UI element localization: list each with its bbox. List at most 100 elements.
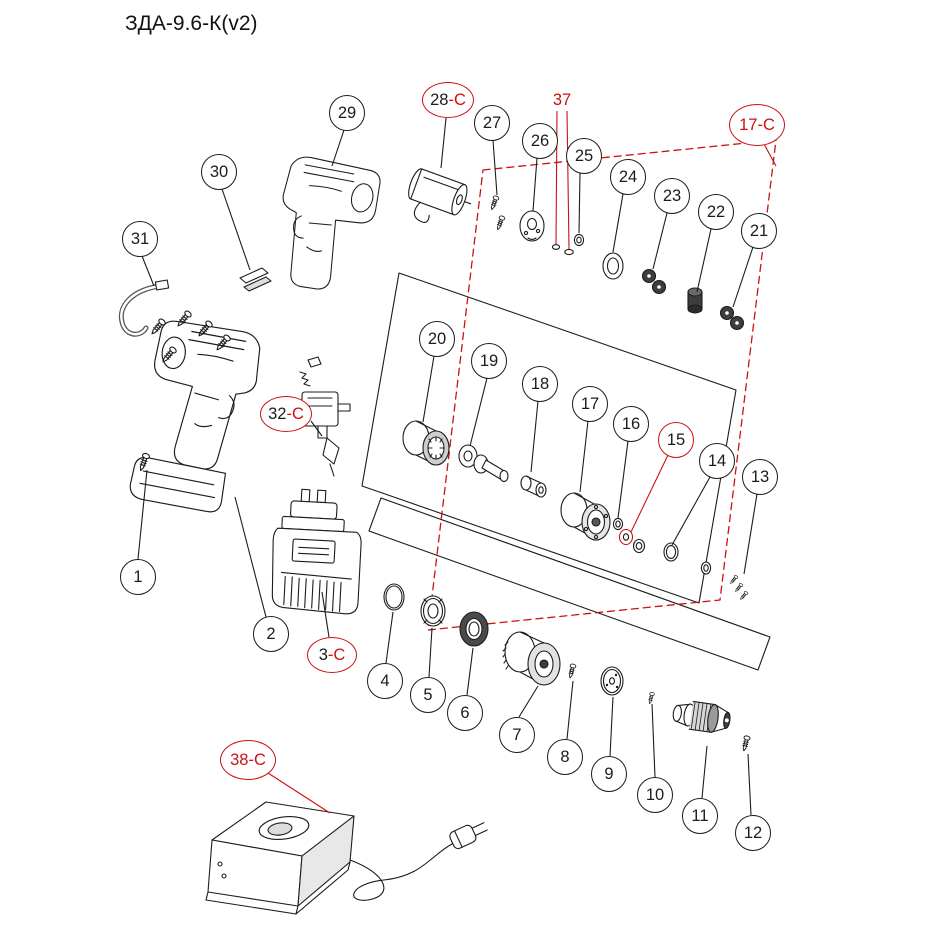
balloon-number: 16 xyxy=(621,414,641,433)
leader-37 xyxy=(566,110,570,250)
leader-31 xyxy=(141,255,155,287)
balloon-number: 6 xyxy=(460,703,470,722)
balloon-11: 11 xyxy=(682,798,718,834)
balloon-number: 7 xyxy=(512,725,522,744)
part-planet-gears-23 xyxy=(641,268,667,295)
balloon-suffix: -C xyxy=(286,404,304,423)
balloon-14: 14 xyxy=(699,443,735,479)
leader-17-C xyxy=(763,143,777,167)
balloon-number: 3 xyxy=(318,645,328,664)
balloon-29: 29 xyxy=(329,95,365,131)
balloon-number: 17 xyxy=(580,394,600,413)
balloon-21: 21 xyxy=(741,213,777,249)
part-washer-13 xyxy=(700,561,712,575)
leader-6 xyxy=(466,647,474,696)
balloon-37: 37 xyxy=(544,82,580,118)
leader-14 xyxy=(671,476,711,546)
part-power-plug xyxy=(449,822,488,850)
balloon-number: 29 xyxy=(337,103,357,122)
leader-8 xyxy=(566,680,574,740)
leader-4 xyxy=(385,611,394,664)
part-gearbox-housing xyxy=(560,492,611,541)
part-oring-15-highlight xyxy=(618,528,646,554)
leader-21 xyxy=(732,246,754,308)
balloon-38-C: 38-C xyxy=(220,740,276,780)
part-planet-gears-21 xyxy=(719,305,745,331)
balloon-number: 15 xyxy=(666,430,686,449)
balloon-number: 25 xyxy=(574,146,594,165)
panel-gearbox-group xyxy=(361,272,737,604)
balloon-30: 30 xyxy=(201,154,237,190)
leader-15 xyxy=(630,454,669,533)
panel-chuck-group xyxy=(368,497,771,671)
part-spring-washer-24 xyxy=(602,252,624,280)
leader-23 xyxy=(652,212,668,270)
leader-16 xyxy=(617,440,629,519)
part-washer-25 xyxy=(573,233,585,247)
leader-22 xyxy=(696,228,712,293)
balloon-15: 15 xyxy=(658,422,694,458)
leader-7 xyxy=(518,685,539,718)
balloon-number: 30 xyxy=(209,162,229,181)
balloon-2: 2 xyxy=(253,616,289,652)
leader-17 xyxy=(579,420,589,493)
balloon-number: 5 xyxy=(423,685,433,704)
balloon-number: 38-C xyxy=(230,750,266,769)
balloon-1: 1 xyxy=(120,559,156,595)
part-clutch-collar xyxy=(502,631,561,686)
part-collar-6 xyxy=(459,611,489,647)
balloon-number: 22 xyxy=(706,202,726,221)
balloon-7: 7 xyxy=(499,717,535,753)
part-ring-gear xyxy=(402,420,450,466)
balloon-number: 13 xyxy=(750,467,770,486)
balloon-13: 13 xyxy=(742,459,778,495)
part-oring-16 xyxy=(612,517,624,531)
balloon-number: 19 xyxy=(479,351,499,370)
leader-18 xyxy=(530,400,539,473)
balloon-12: 12 xyxy=(735,815,771,851)
part-motor-plate xyxy=(519,210,545,242)
balloon-9: 9 xyxy=(591,756,627,792)
balloon-8: 8 xyxy=(547,739,583,775)
leader-29 xyxy=(331,129,345,167)
balloon-number: 14 xyxy=(707,451,727,470)
page-title: ЗДА-9.6-К(v2) xyxy=(125,12,258,35)
balloon-22: 22 xyxy=(698,194,734,230)
part-belt-clip xyxy=(239,267,272,292)
balloon-26: 26 xyxy=(522,123,558,159)
leader-2 xyxy=(234,496,267,618)
balloon-20: 20 xyxy=(419,321,455,357)
part-chuck xyxy=(672,700,731,733)
leader-11 xyxy=(701,745,708,799)
leader-28-C xyxy=(440,117,447,169)
leader-27 xyxy=(492,139,498,196)
leader-19 xyxy=(469,377,488,447)
part-wrist-strap xyxy=(118,279,170,337)
balloon-number: 18 xyxy=(530,374,550,393)
balloon-number: 28 xyxy=(430,90,449,109)
leader-12 xyxy=(747,753,752,816)
balloon-28-C: 28-C xyxy=(422,82,474,118)
leader-20 xyxy=(422,355,435,423)
balloon-suffix: -C xyxy=(327,645,346,664)
part-circlip-14 xyxy=(663,542,679,562)
balloon-24: 24 xyxy=(610,159,646,195)
balloon-17: 17 xyxy=(572,386,608,422)
part-oring-4 xyxy=(383,583,405,611)
balloon-number: 17-C xyxy=(739,115,775,134)
balloon-number: 23 xyxy=(662,186,682,205)
balloon-27: 27 xyxy=(474,105,510,141)
leader-26 xyxy=(532,157,538,212)
balloon-19: 19 xyxy=(471,343,507,379)
kit-boundary-dashed xyxy=(427,139,777,631)
leader-13 xyxy=(743,493,758,575)
balloon-suffix: -C xyxy=(448,90,466,109)
balloon-6: 6 xyxy=(447,695,483,731)
leader-37 xyxy=(555,110,558,245)
leader-5 xyxy=(428,627,433,678)
leader-3-C xyxy=(321,591,330,638)
leader-10 xyxy=(651,703,656,778)
part-washers-37 xyxy=(551,244,574,256)
